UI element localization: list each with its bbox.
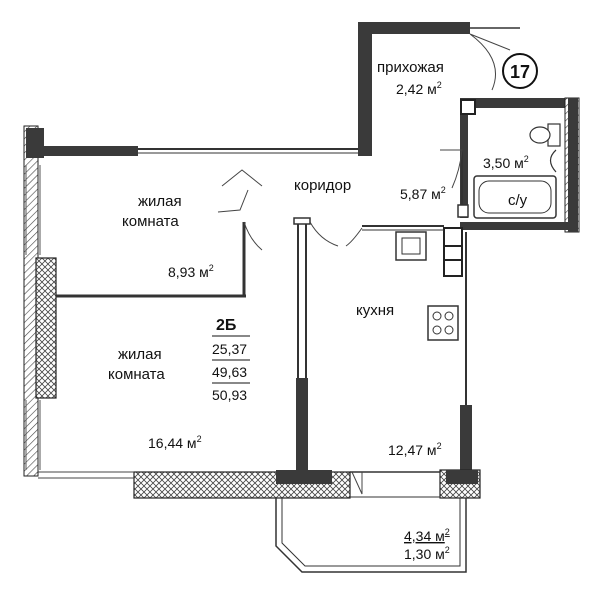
living-room-1-name-line2: комната [122,213,179,230]
living-room-2-name-line2: комната [108,366,165,383]
apartment-number-badge: 17 [502,53,538,89]
bathroom-area: 3,50 м2 [483,154,529,171]
living-room-2-area: 16,44 м2 [148,434,202,451]
fixtures [395,123,561,341]
kitchen-sink-icon [395,231,427,261]
hallway-name: прихожая [377,59,444,76]
balcony-area-reduced: 1,30 м2 [404,545,450,562]
hallway-area: 2,42 м2 [396,80,442,97]
total-area-with-balcony: 50,93 [212,387,247,403]
interior-walls [56,150,469,472]
apartment-type: 2Б [216,317,236,334]
apartment-summary: 2Б 25,37 49,63 50,93 [212,317,250,403]
apartment-number: 17 [510,62,530,82]
sink-icon [549,149,557,173]
corridor-area: 5,87 м2 [400,185,446,202]
balcony-area: 4,34 м2 [404,527,450,544]
living-area: 25,37 [212,341,247,357]
room-labels: прихожая 2,42 м2 3,50 м2 с/у коридор 5,8… [108,59,529,562]
doors [217,33,511,495]
kitchen-name: кухня [356,302,394,319]
bathroom-name: с/у [508,192,528,209]
living-room-1-name-line1: жилая [138,193,182,210]
exterior-walls [23,22,580,499]
corridor-name: коридор [294,177,351,194]
stove-icon [427,305,459,341]
living-room-1-area: 8,93 м2 [168,263,214,280]
kitchen-area: 12,47 м2 [388,441,442,458]
balcony [275,498,467,573]
total-area: 49,63 [212,364,247,380]
living-room-2-name-line1: жилая [118,346,162,363]
toilet-icon [529,123,561,147]
